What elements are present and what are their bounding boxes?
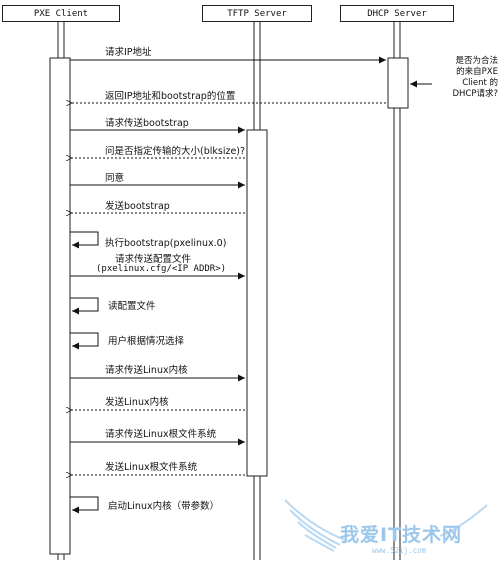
watermark-url: www.52ij.com (372, 546, 427, 555)
msg-boot-kernel: 启动Linux内核（带参数） (108, 501, 220, 512)
msg-send-rootfs: 发送Linux根文件系统 (105, 462, 198, 473)
msg-ask-blksize: 问是否指定传输的大小(blksize)? (105, 146, 246, 157)
msg-send-bootstrap: 发送bootstrap (105, 201, 170, 212)
note-line: 是否为合法 (455, 56, 498, 66)
activation-tftp-server-1 (246, 129, 268, 477)
watermark-text: 我爱IT技术网 (340, 524, 463, 546)
participant-dhcp-server: DHCP Server (340, 5, 454, 22)
note-line: 的来自PXE (456, 67, 498, 77)
arrow-boot-kernel (70, 496, 99, 514)
note-line: DHCP请求? (452, 89, 498, 99)
note-line: Client 的 (462, 78, 498, 88)
msg-read-config: 读配置文件 (108, 301, 156, 312)
arrow-user-choose (70, 332, 99, 350)
dhcp-check-note: 是否为合法 的来自PXE Client 的 DHCP请求? (438, 56, 498, 100)
msg-request-rootfs: 请求传送Linux根文件系统 (105, 429, 217, 440)
msg-agree: 同意 (105, 173, 125, 184)
msg-request-config: 请求传送配置文件 (115, 254, 192, 265)
activation-pxe-client (49, 57, 71, 555)
msg-send-kernel: 发送Linux内核 (105, 397, 169, 408)
msg-run-bootstrap: 执行bootstrap(pxelinux.0) (105, 238, 227, 249)
msg-user-choose: 用户根据情况选择 (108, 336, 185, 347)
msg-request-ip: 请求IP地址 (105, 47, 152, 58)
msg-return-ip: 返回IP地址和bootstrap的位置 (105, 91, 236, 102)
participant-pxe-client: PXE Client (2, 5, 120, 22)
arrow-read-config (70, 297, 99, 315)
participant-tftp-server: TFTP Server (202, 5, 312, 22)
msg-config-path: (pxelinux.cfg/<IP ADDR>) (96, 264, 227, 274)
watermark-logo-icon (284, 499, 488, 552)
activation-dhcp-server (387, 57, 409, 109)
arrow-run-bootstrap (70, 231, 99, 249)
msg-request-bootstrap: 请求传送bootstrap (105, 118, 189, 129)
msg-request-kernel: 请求传送Linux内核 (105, 365, 188, 376)
